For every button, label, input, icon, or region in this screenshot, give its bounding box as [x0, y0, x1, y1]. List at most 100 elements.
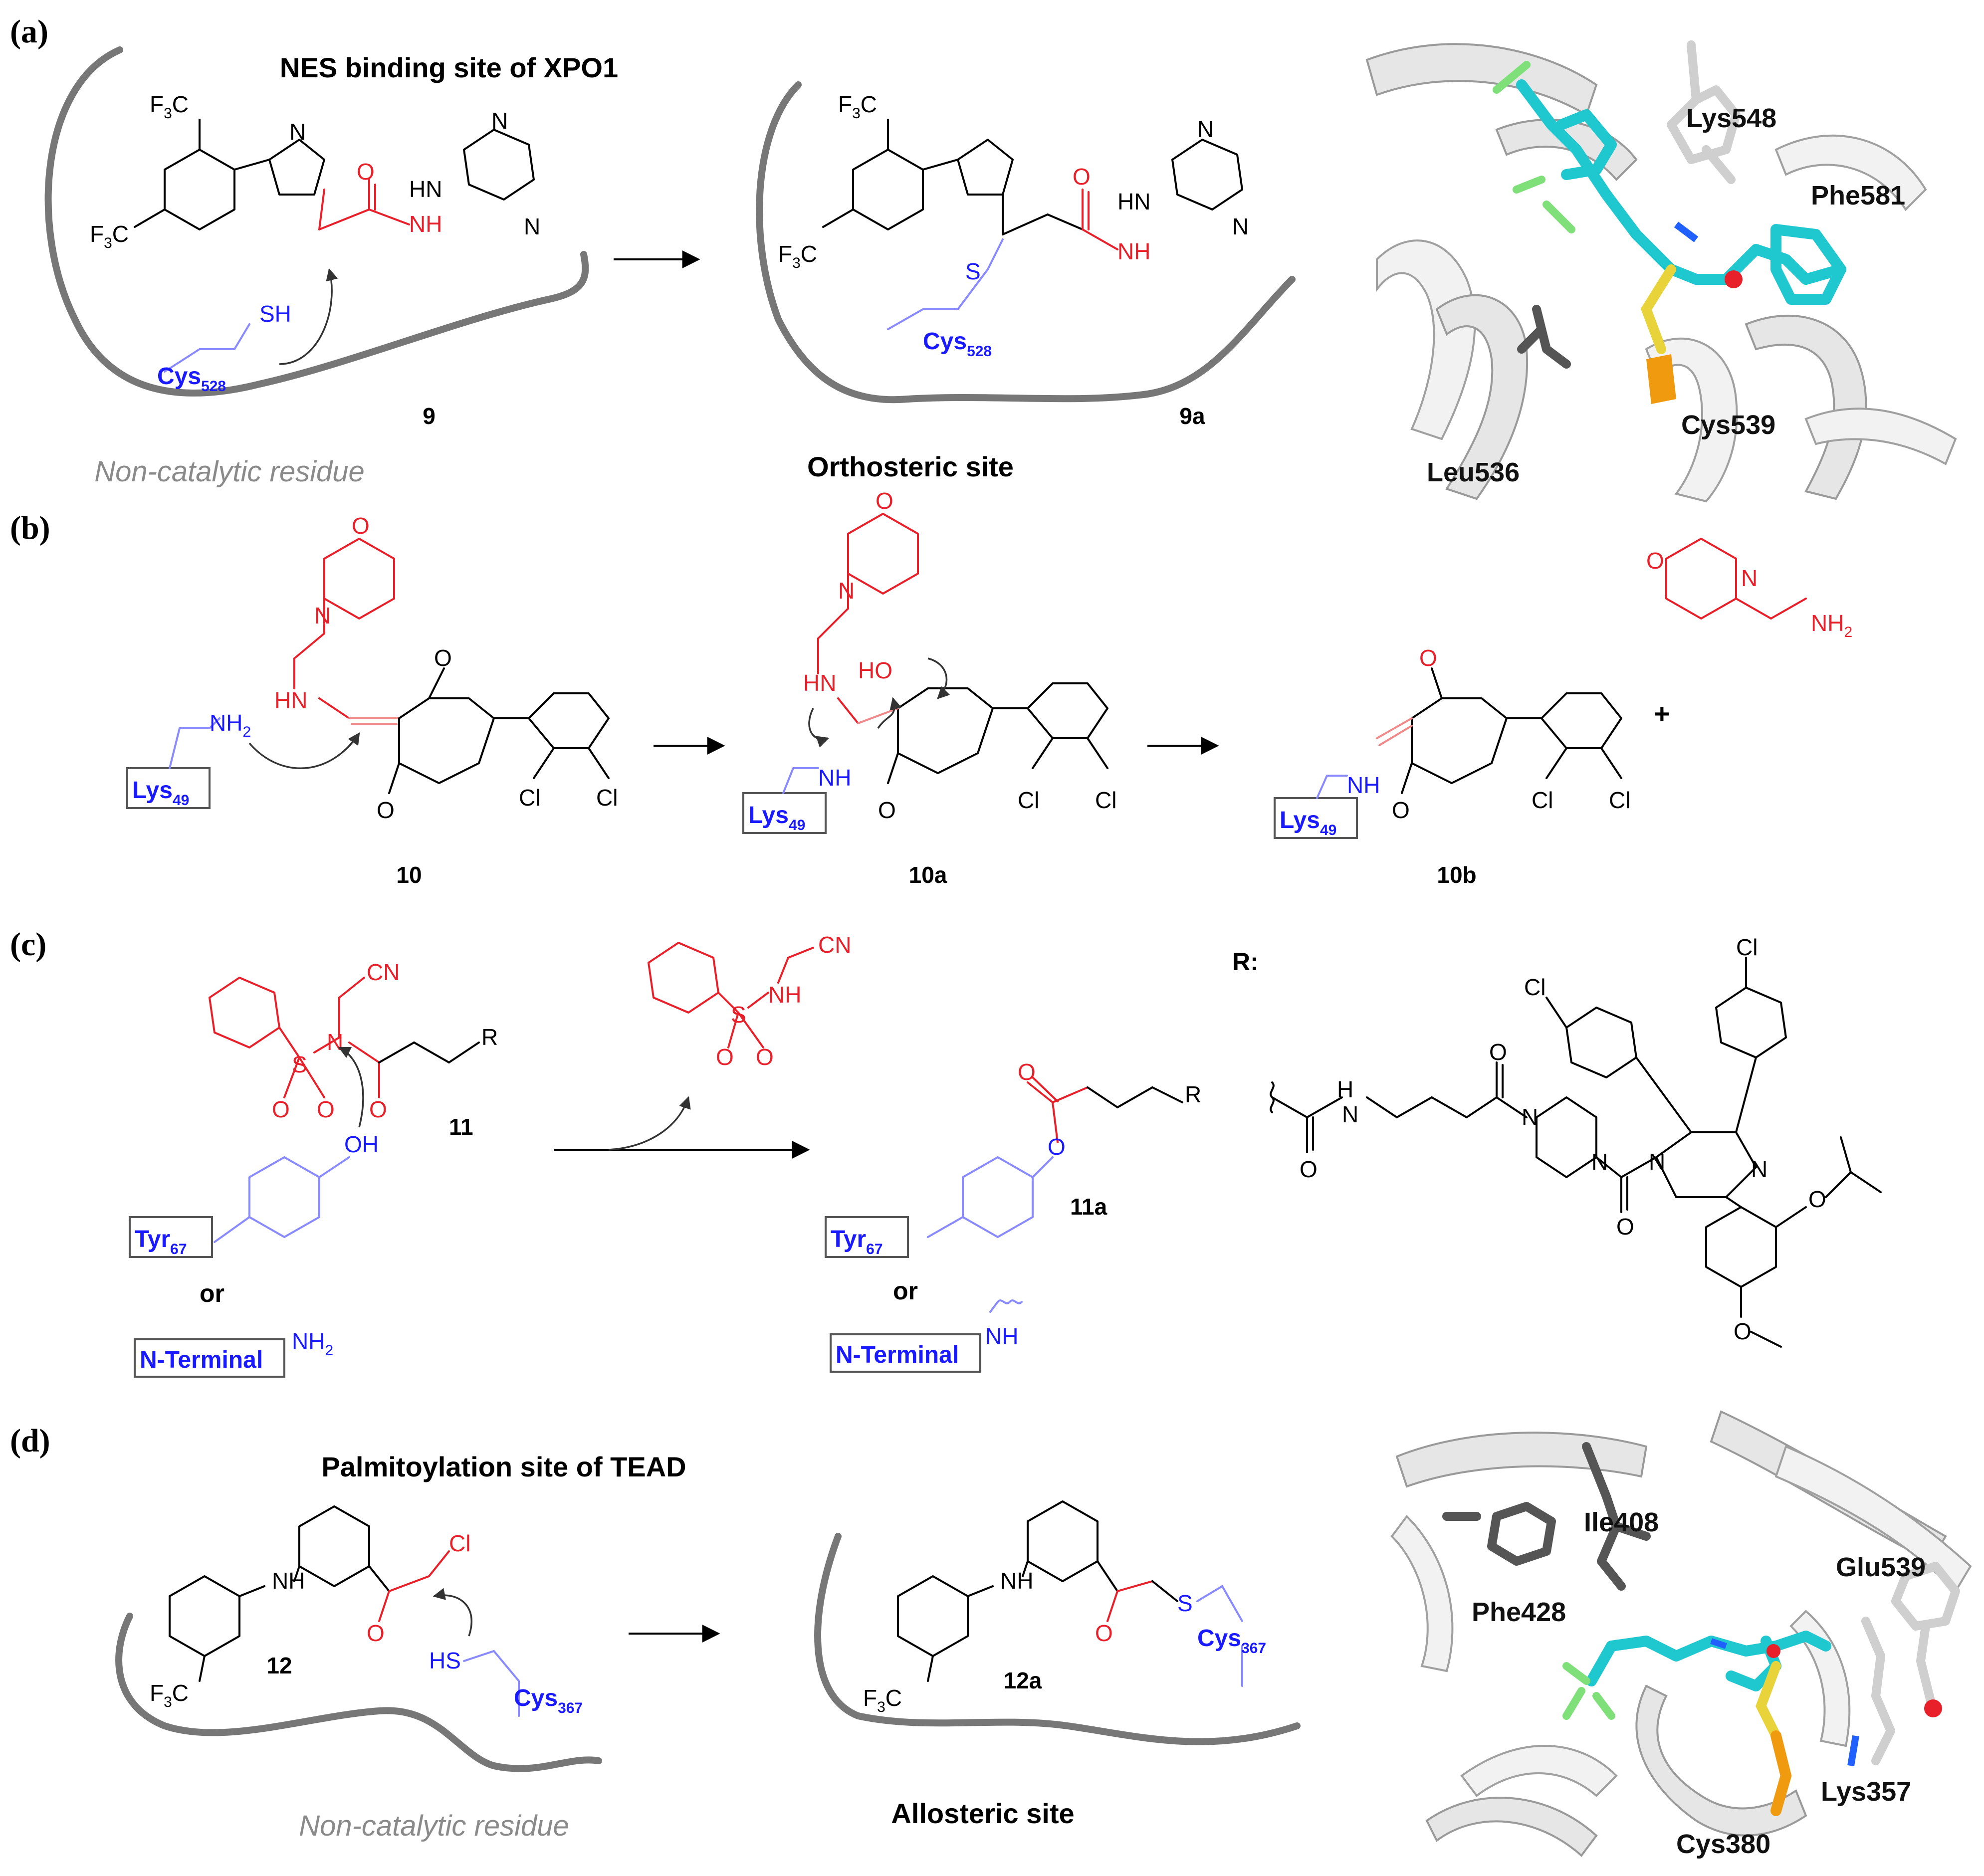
or-label-1: or: [200, 1279, 224, 1307]
residue-lys548: Lys548: [1686, 103, 1776, 133]
compound-10-label: 10: [396, 862, 422, 888]
compound-10-structure: [293, 538, 610, 794]
atom-o-10-bottom: O: [377, 797, 395, 823]
atom-o-morph-10a: O: [876, 488, 893, 514]
n-terminal-box-11a: [830, 1333, 981, 1373]
panel-c: (c) CN N S O O O R 11 OH Tyr67 or N-Term…: [10, 926, 1882, 1378]
lys49-sidechain-10a: [782, 767, 819, 794]
atom-r-11: R: [481, 1024, 498, 1050]
cys367-label: Cys367: [514, 1685, 583, 1716]
n-terminal-box: [134, 1338, 285, 1378]
atom-n-r-pip2: N: [1591, 1149, 1608, 1175]
atom-hn: HN: [409, 176, 442, 202]
compound-12-label: 12: [266, 1653, 292, 1678]
atom-o-12: O: [367, 1620, 385, 1646]
atom-oh-tyr: OH: [344, 1131, 379, 1157]
lys49-label-10a: Lys49: [748, 802, 805, 834]
n-terminal-label: N-Terminal: [140, 1347, 263, 1373]
tyr-oh-bond: [318, 1156, 350, 1178]
compound-9a-structure: [822, 119, 1243, 330]
tead-structure-view: [1390, 1407, 1976, 1871]
arrow-10a-2: [877, 697, 902, 729]
atom-n-9a-2: N: [1232, 213, 1249, 239]
panel-a-label: (a): [10, 13, 48, 50]
tyr67-box: [129, 1216, 213, 1258]
compound-11-structure: [209, 977, 480, 1098]
cys367-sidechain: [463, 1650, 520, 1717]
non-catalytic-note-a: Non-catalytic residue: [94, 455, 365, 488]
atom-n-pyrazine: N: [491, 108, 508, 134]
atom-cl-10a-1: Cl: [1018, 787, 1039, 813]
atom-nh2-lys: NH2: [210, 710, 251, 740]
atom-f3c-top: F3C: [150, 91, 189, 122]
atom-o-10a-bottom: O: [878, 797, 896, 823]
n-terminal-label-11a: N-Terminal: [836, 1342, 959, 1368]
atom-n-triazole: N: [289, 119, 306, 145]
atom-o-11-2: O: [317, 1096, 335, 1122]
atom-n-r-imid1: N: [1649, 1149, 1665, 1175]
compound-12-structure: [169, 1505, 450, 1682]
atom-nh: NH: [409, 211, 442, 237]
atom-cn-11: CN: [367, 959, 400, 985]
tyr-ch2-bond: [214, 1216, 250, 1243]
morpholinoethylamine-structure: [1665, 538, 1807, 620]
atom-ho-10a: HO: [858, 657, 892, 683]
residue-glu539: Glu539: [1836, 1552, 1926, 1582]
panel-d-label: (d): [10, 1423, 50, 1459]
atom-o-r-ome: O: [1734, 1318, 1752, 1344]
atom-nh-10a: NH: [818, 765, 851, 791]
cys528-sidechain: [164, 323, 250, 373]
atom-f3c-top-9a: F3C: [838, 91, 877, 122]
atom-s-free: S: [731, 1002, 746, 1028]
compound-12a-label: 12a: [1004, 1668, 1042, 1693]
plus-sign: +: [1654, 698, 1670, 729]
tyr67-label-11a: Tyr67: [831, 1226, 883, 1257]
atom-f3c-12a: F3C: [863, 1685, 902, 1715]
panel-d-title: Palmitoylation site of TEAD: [321, 1451, 686, 1482]
atom-n-r-imid2: N: [1751, 1156, 1767, 1182]
residue-phe428: Phe428: [1472, 1597, 1566, 1627]
tyr-ring: [248, 1156, 320, 1238]
panel-b: (b) O N HN O O Cl Cl Lys49 NH2 10: [10, 488, 1852, 888]
attack-arrow-b: [248, 732, 360, 769]
orthosteric-site-label: Orthosteric site: [807, 451, 1014, 482]
cys528-label-9a: Cys528: [923, 328, 992, 360]
compound-9-structure: [134, 119, 535, 230]
atom-o-carbonyl: O: [357, 159, 375, 185]
atom-o-10b-bottom: O: [1392, 797, 1410, 823]
atom-cl-10a-2: Cl: [1095, 787, 1116, 813]
attack-arrow-a: [279, 268, 338, 365]
attack-arrow-d: [433, 1588, 472, 1637]
residue-cys539: Cys539: [1681, 410, 1775, 440]
atom-o-r-ipr: O: [1808, 1186, 1826, 1212]
compound-10a-label: 10a: [909, 862, 947, 888]
arrow-10a-1: [808, 708, 830, 748]
atom-o-free-1: O: [716, 1044, 734, 1070]
atom-n-r-amide: N: [1342, 1101, 1358, 1127]
wavy-bond-nterm: [989, 1299, 1023, 1313]
atom-o-9a: O: [1073, 164, 1091, 190]
atom-nh-9a: NH: [1117, 238, 1150, 264]
atom-o-10b-top: O: [1419, 645, 1437, 671]
lys49-box-10a: [742, 792, 827, 834]
atom-n-r-pip1: N: [1522, 1104, 1538, 1130]
atom-f3c-left: F3C: [90, 221, 129, 251]
atom-o-11a-carbonyl: O: [1018, 1059, 1036, 1085]
atom-o-r-2: O: [1489, 1039, 1507, 1065]
allosteric-site-label: Allosteric site: [891, 1798, 1074, 1829]
atom-hn-10: HN: [274, 687, 307, 713]
panel-c-label: (c): [10, 926, 46, 963]
compound-9a-label: 9a: [1179, 403, 1205, 429]
r-group-label: R:: [1232, 948, 1259, 976]
sulfonamide-byproduct: [648, 942, 814, 1048]
xpo1-structure-view: [1365, 10, 1976, 504]
atom-o-10-top: O: [434, 645, 452, 671]
cys367-label-12a: Cys367: [1197, 1625, 1266, 1657]
atom-sh: SH: [259, 301, 291, 327]
compound-9-label: 9: [423, 403, 436, 429]
atom-r-11a: R: [1185, 1081, 1201, 1107]
residue-lys357: Lys357: [1821, 1777, 1911, 1807]
atom-nh2-free: NH2: [1811, 610, 1852, 640]
atom-o-free-2: O: [756, 1044, 774, 1070]
atom-hn-9a: HN: [1117, 189, 1150, 214]
